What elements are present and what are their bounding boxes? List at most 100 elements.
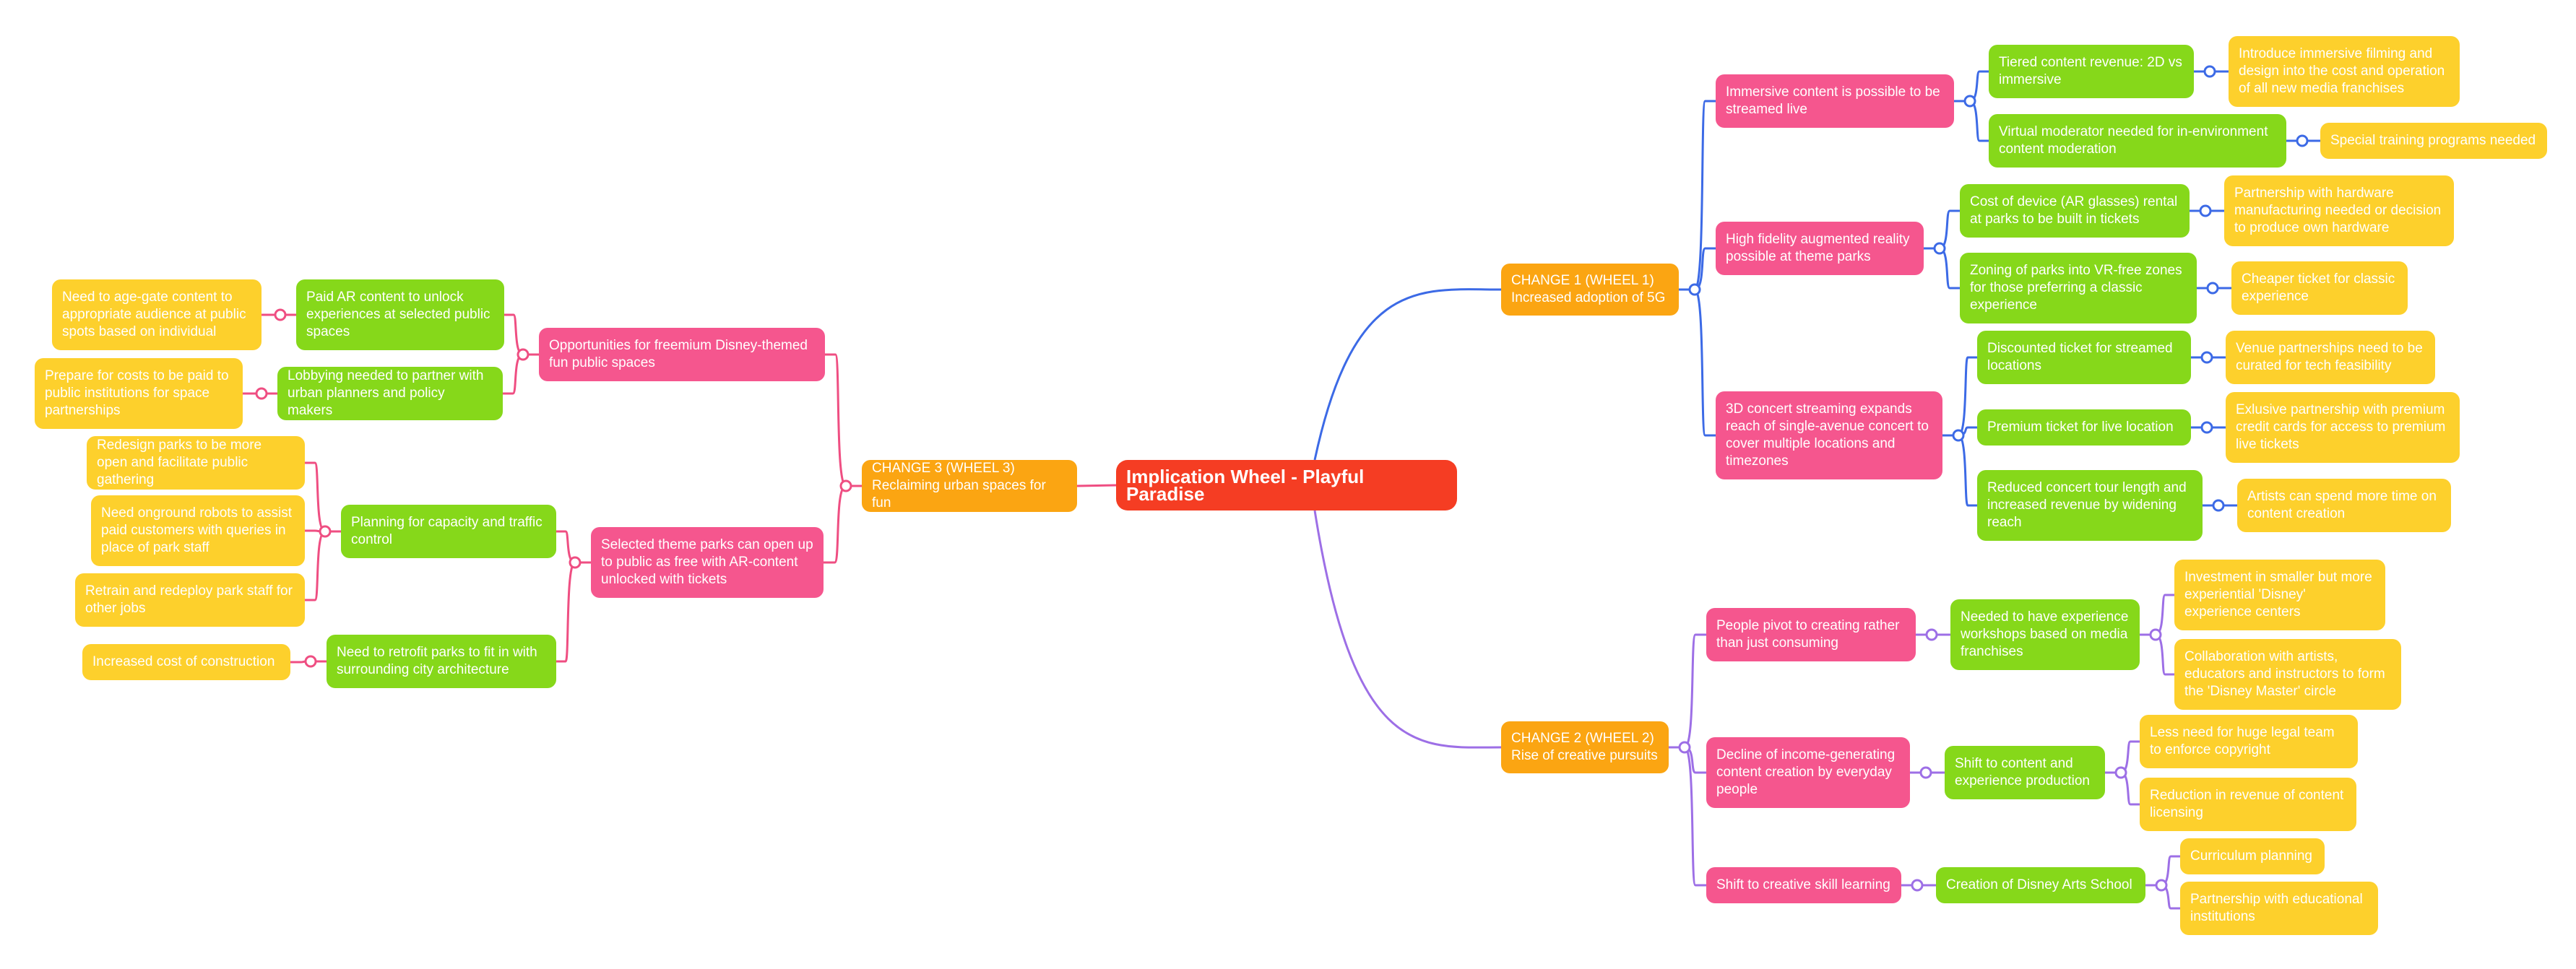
wheel1-zoning-node[interactable]: Zoning of parks into VR-free zones for t… <box>1960 253 2197 323</box>
wheel1-training-node[interactable]: Special training programs needed <box>2320 123 2547 159</box>
wheel1-hifi-label: High fidelity augmented reality possible… <box>1726 232 1910 264</box>
wheel1-premium-node[interactable]: Premium ticket for live location <box>1977 409 2191 446</box>
wheel3-selected-label: Selected theme parks can open up to publ… <box>601 537 813 587</box>
wheel3-redesign-node[interactable]: Redesign parks to be more open and facil… <box>87 436 305 490</box>
link-change-3-node-wheel3-selected-node <box>824 484 847 564</box>
wheel3-construction-label: Increased cost of construction <box>92 654 275 669</box>
wheel3-retrofit-label: Need to retrofit parks to fit in with su… <box>337 645 537 677</box>
wheel3-selected-node[interactable]: Selected theme parks can open up to publ… <box>591 527 824 598</box>
wheel1-introduce-label: Introduce immersive filming and design i… <box>2239 46 2445 96</box>
collapse-toggle-wheel3-lobbying-node[interactable] <box>255 387 268 400</box>
collapse-toggle-change-3-node[interactable] <box>839 479 852 492</box>
collapse-toggle-wheel2-workshops-node[interactable] <box>2149 628 2162 641</box>
wheel1-hifi-node[interactable]: High fidelity augmented reality possible… <box>1716 222 1924 275</box>
link-wheel1-hifi-node-wheel1-zoning-node <box>1939 247 1960 290</box>
wheel2-workshops-label: Needed to have experience workshops base… <box>1961 609 2129 659</box>
collapse-toggle-wheel2-arts-school-node[interactable] <box>2155 879 2168 892</box>
wheel2-skill-node[interactable]: Shift to creative skill learning <box>1706 867 1901 903</box>
wheel2-arts-school-node[interactable]: Creation of Disney Arts School <box>1936 867 2145 903</box>
wheel3-prepare-node[interactable]: Prepare for costs to be paid to public i… <box>35 358 243 429</box>
wheel3-paid-ar-label: Paid AR content to unlock experiences at… <box>306 290 490 339</box>
wheel1-training-label: Special training programs needed <box>2330 133 2536 148</box>
wheel3-prepare-label: Prepare for costs to be paid to public i… <box>45 368 229 418</box>
collapse-toggle-wheel2-decline-node[interactable] <box>1919 766 1932 779</box>
collapse-toggle-wheel3-freemium-node[interactable] <box>517 348 530 361</box>
wheel3-paid-ar-node[interactable]: Paid AR content to unlock experiences at… <box>296 279 504 350</box>
link-wheel2-workshops-node-wheel2-collab-node <box>2155 633 2174 676</box>
collapse-toggle-change-1-node[interactable] <box>1688 283 1701 296</box>
wheel1-premium-label: Premium ticket for live location <box>1987 420 2174 435</box>
wheel3-age-gate-node[interactable]: Need to age-gate content to appropriate … <box>52 279 262 350</box>
wheel2-collab-node[interactable]: Collaboration with artists, educators an… <box>2174 639 2401 710</box>
link-change-2-node-wheel2-skill-node <box>1683 746 1706 887</box>
wheel2-shift-content-label: Shift to content and experience producti… <box>1955 756 2090 788</box>
wheel3-freemium-node[interactable]: Opportunities for freemium Disney-themed… <box>539 328 825 381</box>
wheel3-redesign-label: Redesign parks to be more open and facil… <box>97 438 262 487</box>
collapse-toggle-wheel3-selected-node[interactable] <box>569 556 582 569</box>
collapse-toggle-wheel1-device-node[interactable] <box>2199 204 2212 217</box>
wheel2-decline-node[interactable]: Decline of income-generating content cre… <box>1706 737 1910 808</box>
collapse-toggle-wheel1-moderator-node[interactable] <box>2296 134 2309 147</box>
link-wheel1-immersive-node-wheel1-moderator-node <box>1969 100 1989 142</box>
wheel1-immersive-node[interactable]: Immersive content is possible to be stre… <box>1716 74 1954 128</box>
collapse-toggle-wheel3-retrofit-node[interactable] <box>304 655 317 668</box>
collapse-toggle-wheel1-immersive-node[interactable] <box>1963 95 1976 108</box>
collapse-toggle-wheel1-hifi-node[interactable] <box>1933 242 1946 255</box>
wheel2-edu-node[interactable]: Partnership with educational institution… <box>2180 882 2378 935</box>
wheel1-moderator-node[interactable]: Virtual moderator needed for in-environm… <box>1989 114 2286 168</box>
collapse-toggle-wheel2-skill-node[interactable] <box>1911 879 1924 892</box>
wheel1-reduced-node[interactable]: Reduced concert tour length and increase… <box>1977 470 2203 541</box>
link-wheel1-hifi-node-wheel1-device-node <box>1939 209 1960 250</box>
collapse-toggle-wheel1-discounted-node[interactable] <box>2200 351 2213 364</box>
wheel3-retrain-node[interactable]: Retrain and redeploy park staff for othe… <box>75 573 305 627</box>
collapse-toggle-wheel1-zoning-node[interactable] <box>2206 282 2219 295</box>
link-wheel3-selected-node-wheel3-retrofit-node <box>556 561 576 663</box>
wheel3-construction-node[interactable]: Increased cost of construction <box>82 644 290 680</box>
wheel1-device-node[interactable]: Cost of device (AR glasses) rental at pa… <box>1960 184 2190 238</box>
wheel2-investment-node[interactable]: Investment in smaller but more experient… <box>2174 560 2385 630</box>
wheel3-robots-node[interactable]: Need onground robots to assist paid cust… <box>91 495 305 566</box>
wheel2-legal-node[interactable]: Less need for huge legal team to enforce… <box>2140 715 2358 768</box>
collapse-toggle-wheel3-capacity-node[interactable] <box>319 525 332 538</box>
wheel3-lobbying-label: Lobbying needed to partner with urban pl… <box>288 368 484 418</box>
wheel2-pivot-node[interactable]: People pivot to creating rather than jus… <box>1706 608 1916 661</box>
collapse-toggle-wheel1-tiered-node[interactable] <box>2203 65 2216 78</box>
collapse-toggle-wheel2-pivot-node[interactable] <box>1925 628 1938 641</box>
wheel2-shift-content-node[interactable]: Shift to content and experience producti… <box>1945 746 2105 799</box>
wheel1-venue-label: Venue partnerships need to be curated fo… <box>2236 341 2423 373</box>
root-topic[interactable]: Implication Wheel - Playful Paradise <box>1116 460 1457 510</box>
change-1-node[interactable]: CHANGE 1 (WHEEL 1) Increased adoption of… <box>1501 264 1679 316</box>
link-wheel3-capacity-node-wheel3-retrain-node <box>305 530 326 601</box>
change-3-node[interactable]: CHANGE 3 (WHEEL 3) Reclaiming urban spac… <box>862 460 1077 512</box>
wheel3-lobbying-node[interactable]: Lobbying needed to partner with urban pl… <box>277 367 503 420</box>
wheel1-tiered-node[interactable]: Tiered content revenue: 2D vs immersive <box>1989 45 2194 98</box>
collapse-toggle-wheel1-reduced-node[interactable] <box>2212 499 2225 512</box>
collapse-toggle-wheel1-premium-node[interactable] <box>2200 421 2213 434</box>
collapse-toggle-wheel2-shift-content-node[interactable] <box>2114 766 2127 779</box>
change-2-label: CHANGE 2 (WHEEL 2) Rise of creative purs… <box>1511 731 1658 763</box>
wheel3-capacity-node[interactable]: Planning for capacity and traffic contro… <box>341 505 556 558</box>
wheel1-discounted-node[interactable]: Discounted ticket for streamed locations <box>1977 331 2191 384</box>
wheel1-partnership-hw-node[interactable]: Partnership with hardware manufacturing … <box>2224 175 2454 246</box>
wheel1-cheaper-node[interactable]: Cheaper ticket for classic experience <box>2231 261 2408 315</box>
collapse-toggle-wheel3-paid-ar-node[interactable] <box>274 308 287 321</box>
wheel3-age-gate-label: Need to age-gate content to appropriate … <box>62 290 246 339</box>
wheel1-artists-node[interactable]: Artists can spend more time on content c… <box>2237 479 2451 532</box>
wheel1-introduce-node[interactable]: Introduce immersive filming and design i… <box>2229 36 2460 107</box>
wheel1-venue-node[interactable]: Venue partnerships need to be curated fo… <box>2226 331 2435 384</box>
wheel1-concert-node[interactable]: 3D concert streaming expands reach of si… <box>1716 391 1942 479</box>
collapse-toggle-change-2-node[interactable] <box>1678 741 1691 754</box>
wheel2-investment-label: Investment in smaller but more experient… <box>2184 570 2372 620</box>
change-2-node[interactable]: CHANGE 2 (WHEEL 2) Rise of creative purs… <box>1501 721 1669 773</box>
wheel2-licensing-label: Reduction in revenue of content licensin… <box>2150 788 2344 820</box>
link-change-1-node-wheel1-concert-node <box>1693 288 1716 437</box>
collapse-toggle-wheel1-concert-node[interactable] <box>1952 429 1965 442</box>
wheel2-workshops-node[interactable]: Needed to have experience workshops base… <box>1950 599 2140 670</box>
root-topic-label: Implication Wheel - Playful Paradise <box>1126 466 1365 505</box>
wheel2-curriculum-node[interactable]: Curriculum planning <box>2180 838 2325 874</box>
wheel1-exclusive-node[interactable]: Exlusive partnership with premium credit… <box>2226 392 2460 463</box>
wheel3-retrofit-node[interactable]: Need to retrofit parks to fit in with su… <box>327 635 556 688</box>
wheel2-licensing-node[interactable]: Reduction in revenue of content licensin… <box>2140 778 2356 831</box>
